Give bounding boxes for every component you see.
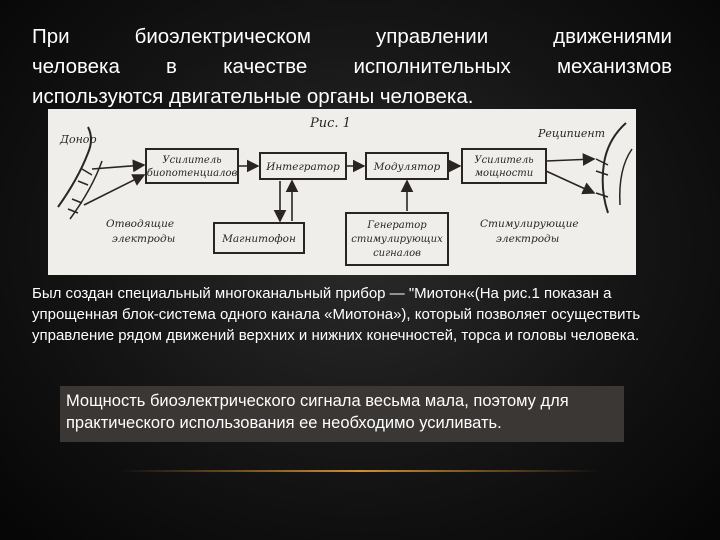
signal-arrows	[83, 153, 596, 223]
recipient-electrodes	[595, 158, 609, 198]
donor-label: Донор	[59, 133, 96, 146]
box-amp-power-line-1: Усилитель	[474, 155, 533, 166]
box-power-amplifier: Усилитель мощности	[461, 148, 547, 184]
recipient-limb-inner	[619, 148, 633, 206]
donor-limb	[57, 126, 92, 208]
label-stimulating-electrodes: Стимулирующие электроды	[480, 218, 579, 245]
intro-paragraph: При биоэлектрическом управлении движения…	[32, 22, 672, 112]
box-recorder-label: Магнитофон	[221, 233, 296, 245]
box-generator-line-2: стимулирующих	[351, 234, 443, 245]
box-amp-power-line-2: мощности	[475, 168, 533, 179]
intro-line-1: При биоэлектрическом управлении движения…	[32, 25, 672, 48]
intro-line-3: используются двигательные органы человек…	[32, 85, 474, 108]
box-generator-line-1: Генератор	[366, 220, 427, 231]
box-amplifier-biopotentials: Усилитель биопотенциалов	[145, 148, 239, 184]
block-diagram: Рис. 1 Донор Реципиент	[57, 116, 633, 266]
out-electrodes-line-1: Отводящие	[106, 218, 174, 230]
label-output-electrodes: Отводящие электроды	[106, 218, 175, 245]
out-electrodes-line-2: электроды	[112, 233, 175, 245]
box-tape-recorder: Магнитофон	[213, 222, 305, 254]
box-integrator-label: Интегратор	[265, 161, 340, 173]
block-diagram-figure: Рис. 1 Донор Реципиент	[48, 109, 636, 275]
stim-electrodes-line-2: электроды	[496, 233, 559, 245]
intro-line-2: человека в качестве исполнительных механ…	[32, 55, 672, 78]
donor-electrodes	[67, 168, 93, 214]
note-highlight-box	[60, 386, 624, 442]
decorative-divider	[120, 470, 600, 472]
note-text: Мощность биоэлектрического сигнала весьм…	[66, 392, 569, 432]
box-generator-line-3: сигналов	[373, 248, 421, 259]
stim-electrodes-line-1: Стимулирующие	[480, 218, 579, 230]
description-paragraph: Был создан специальный многоканальный пр…	[32, 285, 641, 344]
box-amp-bio-line-2: биопотенциалов	[147, 168, 238, 179]
box-stimulus-generator: Генератор стимулирующих сигналов	[345, 212, 449, 266]
box-modulator-label: Модулятор	[373, 161, 441, 173]
box-integrator: Интегратор	[259, 152, 347, 180]
donor-limb-inner	[69, 160, 103, 220]
box-amp-bio-line-1: Усилитель	[162, 155, 221, 166]
figure-caption: Рис. 1	[309, 116, 351, 131]
box-modulator: Модулятор	[365, 152, 449, 180]
recipient-label: Реципиент	[537, 127, 605, 140]
